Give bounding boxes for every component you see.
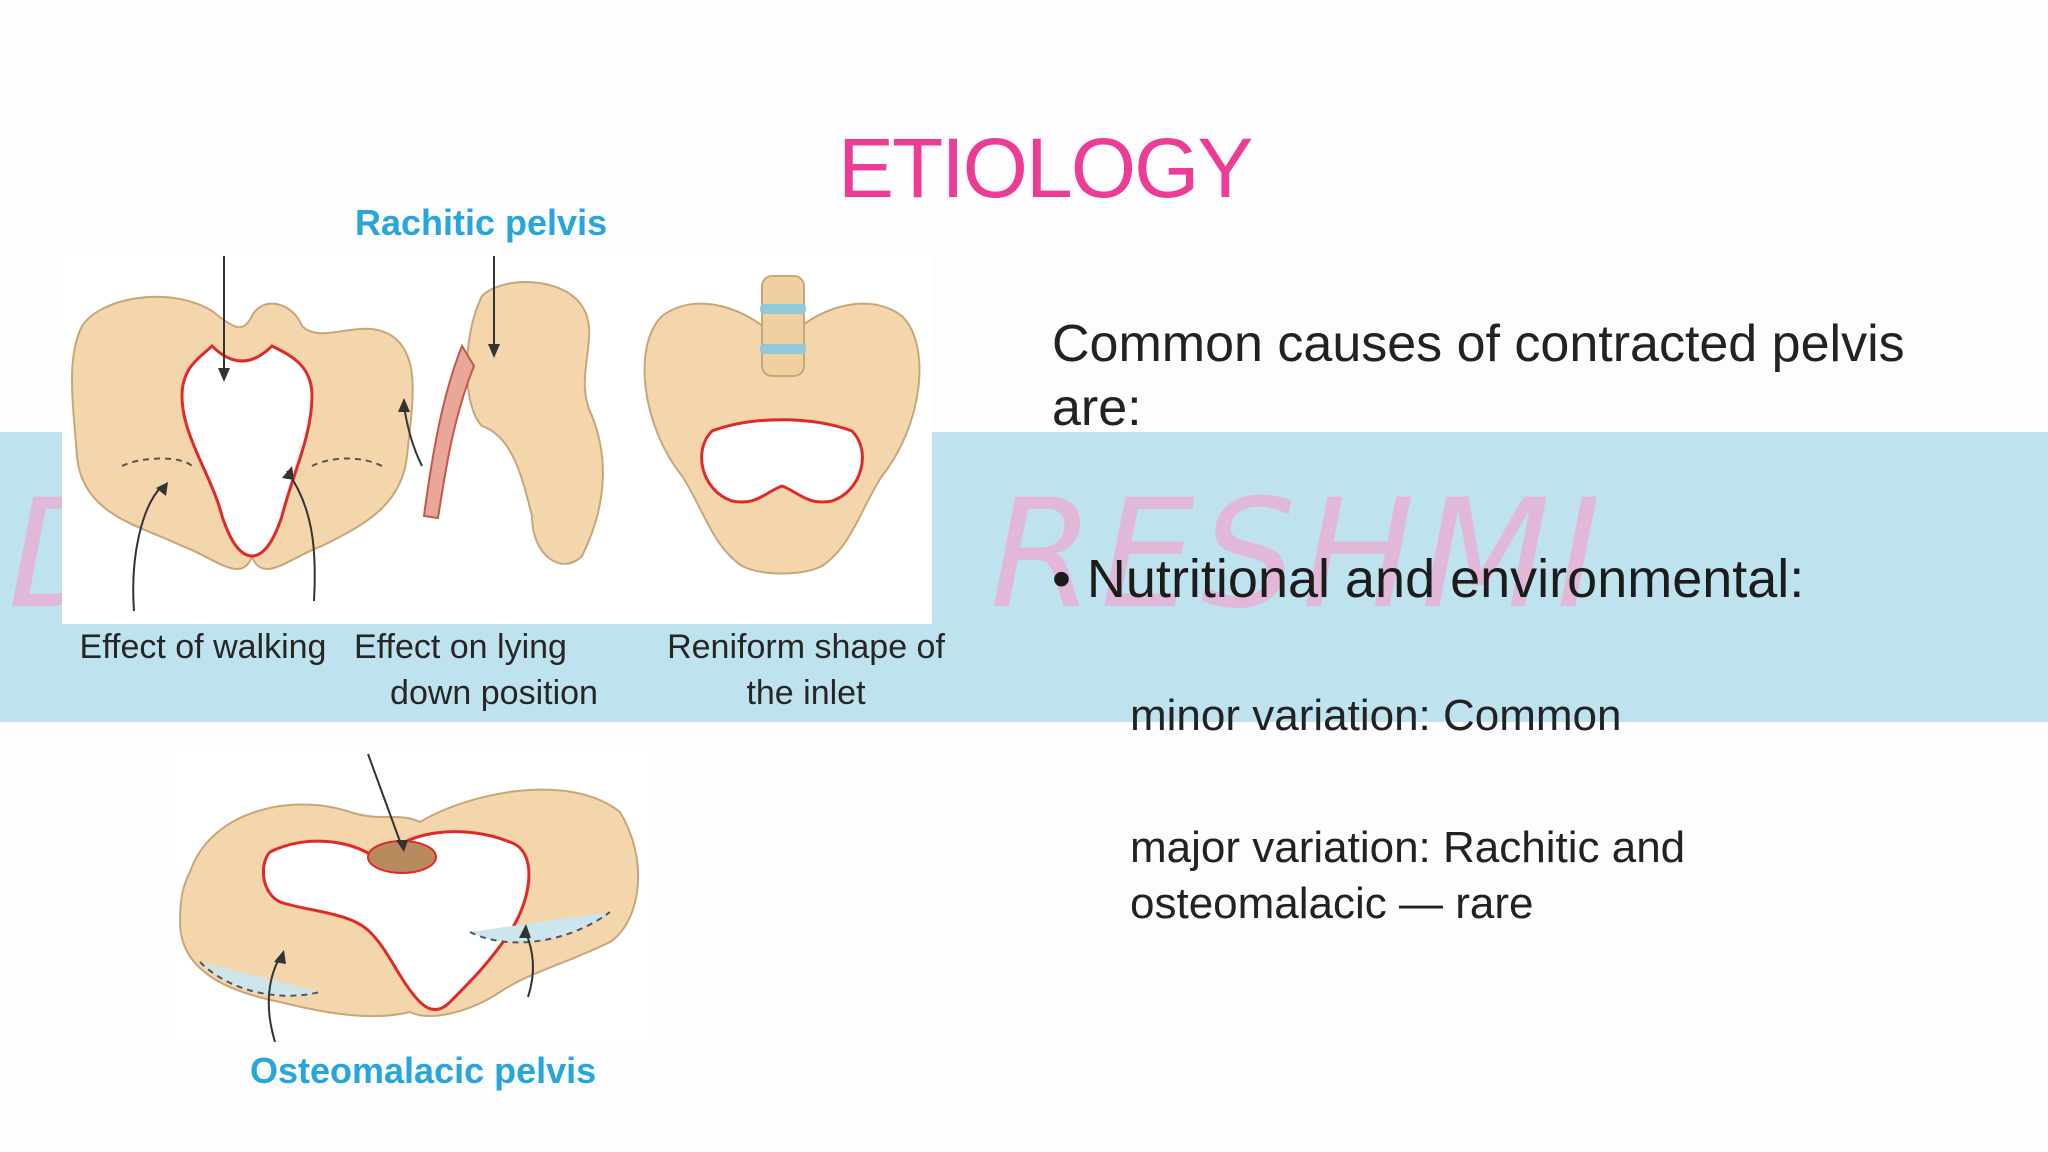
caption-walking: Effect of walking — [68, 624, 338, 670]
pelvis-lying-drawing — [398, 256, 604, 565]
rachitic-pelvis-figure — [62, 256, 932, 624]
pelvis-reniform-drawing — [643, 275, 921, 575]
caption-reniform-line1: Reniform shape of — [667, 628, 945, 666]
intro-text: Common causes of contracted pelvis are: — [1052, 315, 1905, 437]
caption-lying-line2: down position — [390, 674, 598, 712]
caption-lying: Effect on lying down position — [354, 624, 634, 716]
pelvis-walking-drawing — [71, 256, 414, 612]
rachitic-pelvis-illustration — [71, 256, 921, 612]
bullet-dot: • — [1052, 549, 1071, 609]
rachitic-pelvis-label: Rachitic pelvis — [355, 202, 608, 243]
osteomalacic-pelvis-illustration — [178, 753, 640, 1042]
major-variation-text: major variation: Rachitic and osteomalac… — [1130, 823, 1686, 928]
minor-variation-text: minor variation: Common — [1130, 691, 1622, 740]
caption-walking-line1: Effect of walking — [79, 628, 327, 666]
osteomalacic-pelvis-label: Osteomalacic pelvis — [250, 1050, 597, 1091]
bullet-item: • Nutritional and environmental: — [1052, 548, 1804, 610]
slide-title: ETIOLOGY — [838, 121, 1253, 215]
bullet-text: Nutritional and environmental: — [1086, 549, 1805, 609]
caption-lying-line1: Effect on lying — [354, 628, 567, 666]
osteomalacic-pelvis-figure — [170, 752, 650, 1042]
caption-reniform: Reniform shape of the inlet — [656, 624, 956, 716]
caption-reniform-line2: the inlet — [746, 674, 866, 712]
